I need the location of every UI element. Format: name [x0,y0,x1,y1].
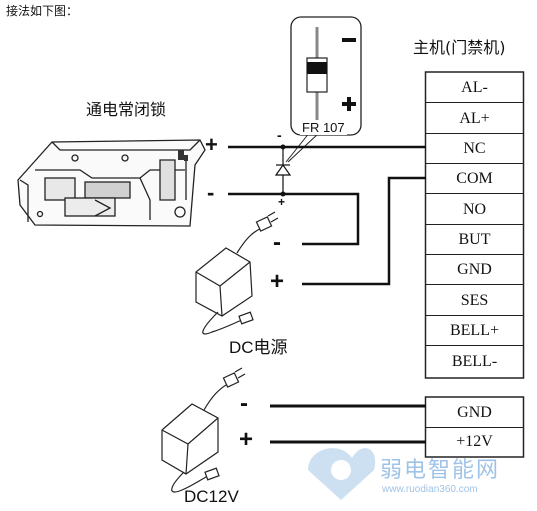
terminal-bell-plus: BELL+ [426,316,523,346]
dc12v-plus-sign: + [239,426,254,453]
terminal-bell-minus: BELL- [451,353,498,370]
diode-component [290,16,362,136]
terminal-al-minus: AL- [426,73,523,103]
caption: 接法如下图： [6,4,79,18]
terminal-but: BUT [426,225,523,255]
lock-plus-sign: + [205,132,218,157]
watermark-url: www.ruodian360.com [382,484,478,495]
terminal-al-plus: AL+ [426,104,523,134]
lock-body-detail [178,150,188,161]
diode-minus-sign: − [340,26,353,52]
wire-lock-minus-adapter [228,192,360,246]
diode-part-number: FR 107 [300,120,347,135]
dc12v-minus-sign: - [240,390,248,417]
dc-source-label: DC电源 [229,338,288,357]
supply-terminal-block [424,396,525,458]
host-title: 主机(门禁机) [413,38,506,57]
adapter-minus-sign: - [273,229,281,256]
terminal-ses: SES [426,286,523,316]
adapter-plus-sign: + [270,268,285,295]
watermark-logo [308,448,376,500]
wire-adapter-plus-com [302,176,426,286]
diode-wire-plus-sign: + [278,195,286,209]
junction-dot [280,191,286,197]
dc12v-adapter [161,367,246,493]
lock-title: 通电常闭锁 [86,100,167,119]
diode-symbol [274,163,292,176]
supply-terminal-gnd: GND [426,398,523,428]
watermark-text: 弱电智能网 [380,458,501,483]
terminal-nc: NC [426,134,523,164]
junction-dot [280,144,286,150]
diode-plus-sign: + [343,86,356,112]
lock-body [17,139,206,227]
lock-minus-sign: - [207,180,215,205]
dc-power-adapter [195,211,279,335]
host-terminal-block [424,71,525,379]
terminal-no: NO [426,195,523,225]
terminal-gnd: GND [426,255,523,285]
diode-wire-minus-sign: - [277,127,282,143]
terminal-com: COM [426,164,523,194]
dc12v-label: DC12V [184,487,239,506]
supply-terminal-12v: +12V [456,433,493,450]
